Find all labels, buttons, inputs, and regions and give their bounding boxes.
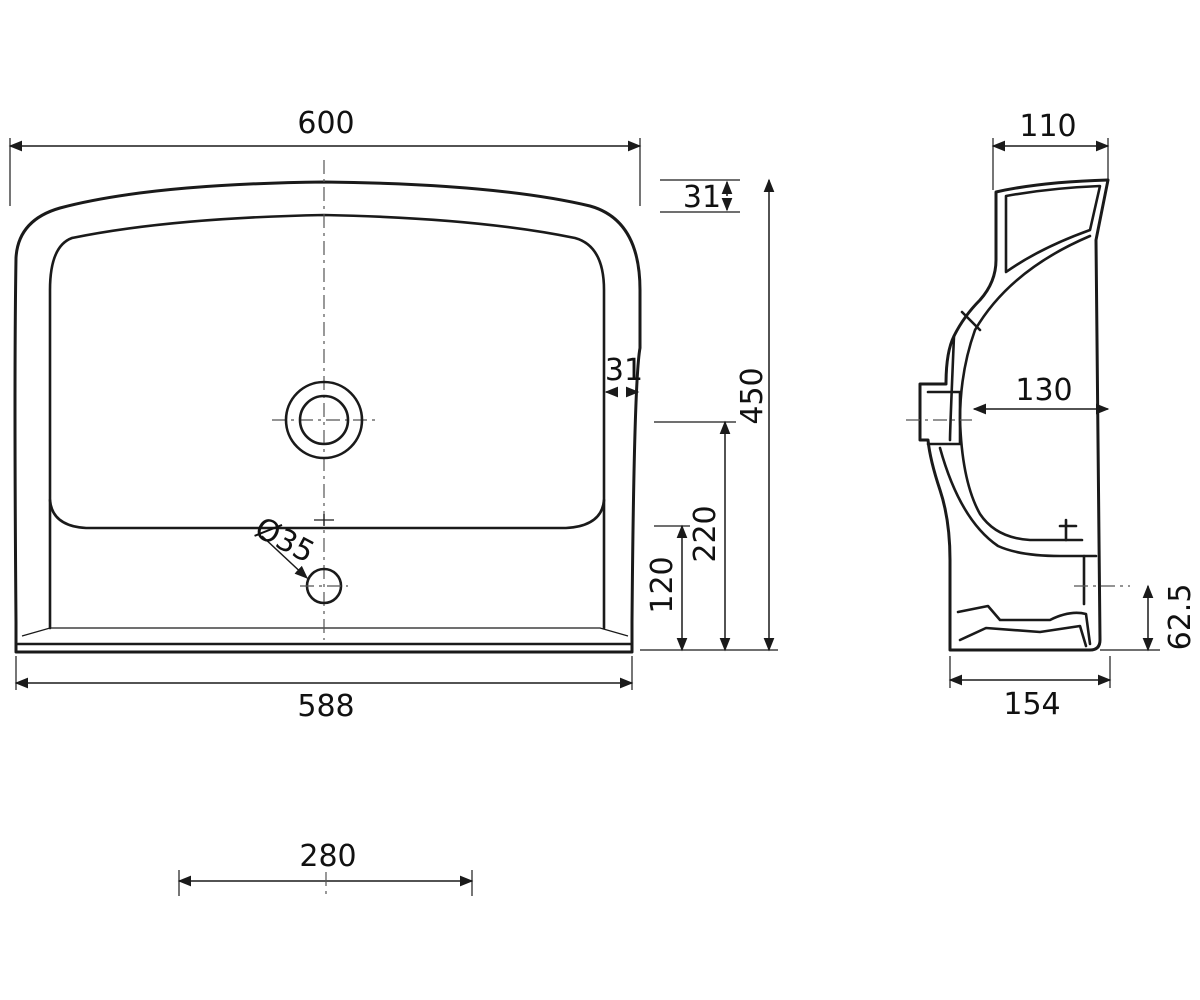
dim-154-label: 154 [1003,687,1060,722]
front-view [13,160,642,654]
dim-diameter-label: Ø35 [249,511,320,571]
side-shell-curve [938,310,1098,558]
basin-inner-rim [48,213,606,630]
side-outer-profile [918,178,1110,652]
side-base-inner [956,604,1092,648]
dim-220-label: 220 [688,505,723,562]
dim-588-label: 588 [297,689,354,724]
basin-outer-outline [13,180,642,654]
dim-600-label: 600 [297,106,354,141]
dim-450-label: 450 [735,367,770,424]
waste-outlet-inner [298,394,350,446]
dim-280-label: 280 [299,839,356,874]
centre-mark [314,514,334,526]
front-dimensions: 600 31 31 450 220 120 Ø35 588 [8,106,778,898]
side-waste-spigot [926,390,962,446]
dim-31-top-label: 31 [683,180,721,215]
waste-outlet-outer [284,380,364,460]
dim-31-side-label: 31 [605,353,643,388]
dim-130-label: 130 [1015,373,1072,408]
dim-110-label: 110 [1019,109,1076,144]
basin-base-inner-line [21,627,629,637]
side-rim-inner [1004,184,1102,274]
side-overflow-channel [1058,518,1086,606]
basin-bowl-edge [48,498,606,530]
dim-62-5-label: 62.5 [1163,584,1198,651]
dim-diameter-leader [261,535,308,579]
dim-120-label: 120 [645,556,680,613]
side-view [906,178,1130,652]
side-dimensions: 110 130 62.5 154 [948,109,1198,722]
